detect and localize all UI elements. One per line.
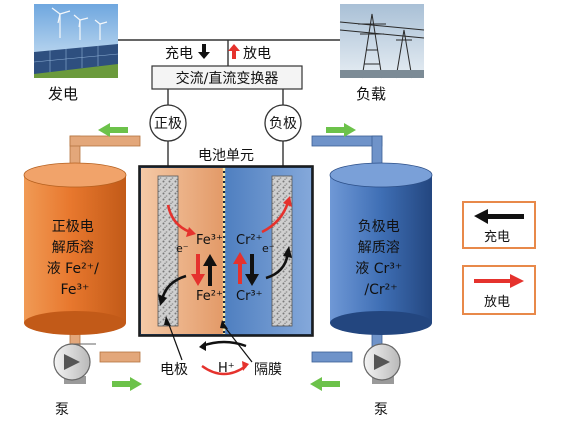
proton-loop-red	[201, 365, 247, 376]
negative-electrode-node	[264, 104, 302, 142]
legend-discharge-label: 放电	[484, 295, 510, 310]
legend-charge-label: 充电	[484, 229, 510, 245]
flow-arrow-bottom-left	[112, 377, 142, 391]
left-pump-label: 泵	[55, 402, 69, 418]
negative-discharge-curve	[261, 201, 290, 234]
membrane-pointer-head	[220, 320, 228, 329]
legend: 充电 放电	[462, 201, 536, 315]
negative-ion-arrows	[233, 252, 259, 286]
discharge-indicator-label: 放电	[243, 46, 271, 62]
positive-electrode-node	[149, 104, 187, 142]
generation-label: 发电	[48, 85, 78, 103]
positive-discharge-curve-head	[186, 227, 196, 237]
electron-right-label: e⁻	[262, 242, 275, 255]
legend-charge-box	[462, 201, 536, 249]
cr3-label: Cr³⁺	[236, 289, 263, 304]
converter-box	[151, 65, 303, 90]
converter-label: 交流/直流变换器	[176, 70, 279, 87]
positive-porous-electrode	[157, 175, 179, 327]
legend-discharge-arrow	[474, 274, 524, 288]
fe3-label: Fe³⁺	[196, 233, 223, 248]
positive-electrolyte-tank	[23, 162, 127, 335]
positive-charge-curve-head	[158, 294, 167, 306]
generation-photo	[33, 4, 119, 78]
electrode-pointer-head	[164, 316, 171, 326]
proton-loop-red-head	[242, 361, 249, 371]
negative-charge-curve-head	[283, 246, 292, 258]
fe2-label: Fe²⁺	[196, 289, 223, 304]
flow-arrow-bottom-right	[310, 377, 340, 391]
positive-tank-text: 正极电 解质溶 液 Fe²⁺/ Fe³⁺	[47, 219, 104, 298]
proton-label: H⁺	[218, 361, 235, 376]
load-photo	[339, 4, 425, 79]
electron-left-label: e⁻	[176, 242, 189, 255]
membrane-label: 隔膜	[254, 362, 282, 378]
electrode-pointer	[167, 321, 183, 361]
flow-arrow-top-left	[98, 123, 128, 137]
positive-ion-arrows	[191, 254, 217, 286]
negative-electrolyte-tank	[329, 162, 433, 335]
proton-loop-black-head	[199, 341, 206, 351]
positive-discharge-curve	[166, 204, 191, 234]
charge-down-arrow	[198, 44, 210, 59]
negative-tank-text: 负极电 解质溶 液 Cr³⁺ /Cr²⁺	[355, 219, 406, 298]
negative-electrode-label: 负极	[269, 116, 297, 132]
positive-half-cell	[141, 168, 223, 334]
negative-half-cell	[225, 168, 311, 334]
right-pump	[363, 343, 401, 384]
charge-indicator-label: 充电	[165, 46, 193, 62]
negative-discharge-curve-head	[283, 196, 292, 207]
legend-charge-arrow	[474, 209, 524, 224]
negative-porous-electrode	[271, 175, 293, 327]
left-pump	[53, 343, 96, 384]
legend-discharge-box	[462, 265, 536, 315]
electrode-label: 电极	[160, 362, 188, 378]
load-label: 负载	[356, 85, 386, 103]
right-pump-label: 泵	[374, 402, 388, 418]
flow-arrows	[98, 123, 356, 391]
cr2-label: Cr²⁺	[236, 233, 263, 248]
flow-arrow-top-right	[326, 123, 356, 137]
positive-electrode-label: 正极	[154, 116, 182, 132]
cell-title: 电池单元	[198, 148, 254, 164]
discharge-up-arrow	[228, 44, 240, 59]
